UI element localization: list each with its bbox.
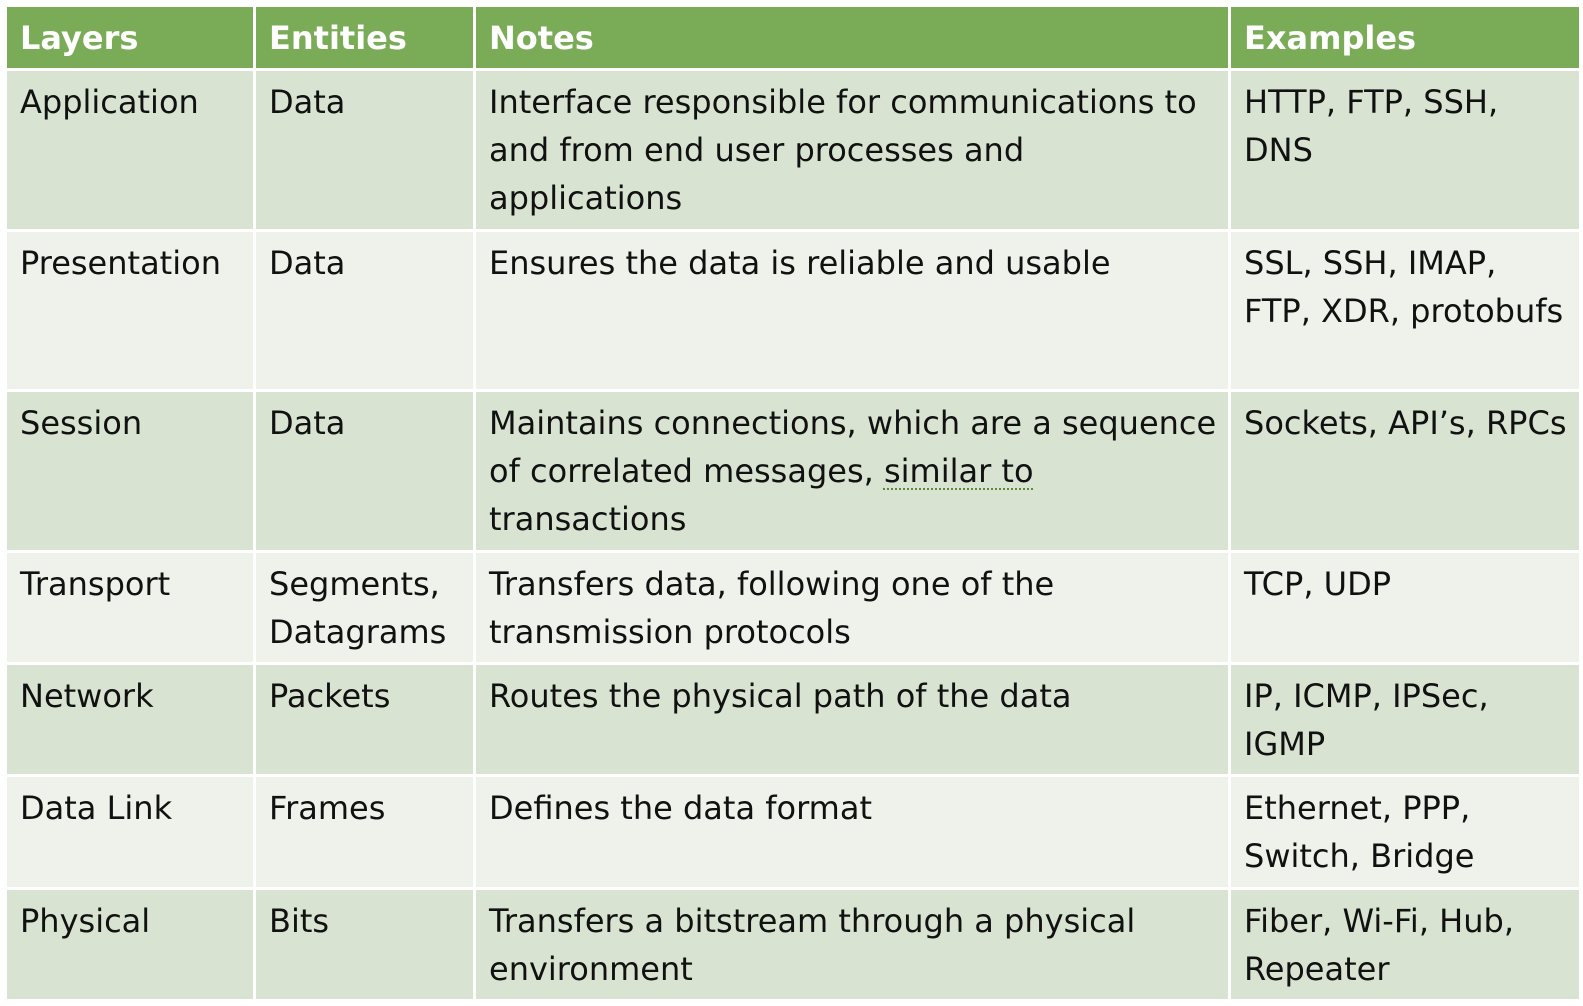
- osi-layers-table-container: Layers Entities Notes Examples Applicati…: [4, 4, 1582, 1003]
- cell-layer: Session: [4, 389, 256, 553]
- table-row: Session Data Maintains connections, whic…: [4, 389, 1582, 553]
- cell-notes: Defines the data format: [473, 774, 1231, 890]
- header-entities: Entities: [253, 4, 476, 71]
- table-row: Network Packets Routes the physical path…: [4, 661, 1582, 778]
- table-row: Presentation Data Ensures the data is re…: [4, 228, 1582, 393]
- header-row: Layers Entities Notes Examples: [4, 4, 1582, 71]
- cell-examples: Sockets, API’s, RPCs: [1228, 389, 1582, 553]
- table-row: Data Link Frames Defines the data format…: [4, 774, 1582, 890]
- cell-layer: Data Link: [4, 774, 256, 890]
- cell-notes: Transfers data, following one of the tra…: [473, 549, 1231, 665]
- grammar-flagged-text[interactable]: similar to: [883, 452, 1034, 491]
- table-row: Application Data Interface responsible f…: [4, 68, 1582, 232]
- cell-entities: Data: [253, 228, 476, 393]
- cell-notes: Routes the physical path of the data: [473, 661, 1231, 778]
- cell-layer: Transport: [4, 549, 256, 665]
- cell-examples: IP, ICMP, IPSec, IGMP: [1228, 661, 1582, 778]
- cell-examples: TCP, UDP: [1228, 549, 1582, 665]
- cell-examples: HTTP, FTP, SSH, DNS: [1228, 68, 1582, 232]
- table-row: Transport Segments, Datagrams Transfers …: [4, 549, 1582, 665]
- cell-entities: Frames: [253, 774, 476, 890]
- cell-layer: Presentation: [4, 228, 256, 393]
- cell-entities: Data: [253, 68, 476, 232]
- header-notes: Notes: [473, 4, 1231, 71]
- cell-notes: Transfers a bitstream through a physical…: [473, 886, 1231, 1003]
- cell-layer: Network: [4, 661, 256, 778]
- header-layers: Layers: [4, 4, 256, 71]
- cell-entities: Segments, Datagrams: [253, 549, 476, 665]
- cell-examples: Ethernet, PPP, Switch, Bridge: [1228, 774, 1582, 890]
- cell-notes: Interface responsible for communications…: [473, 68, 1231, 232]
- notes-text-start: Maintains connections, which are a seque…: [489, 404, 1217, 491]
- cell-entities: Data: [253, 389, 476, 553]
- cell-entities: Bits: [253, 886, 476, 1003]
- cell-notes: Maintains connections, which are a seque…: [473, 389, 1231, 553]
- header-examples: Examples: [1228, 4, 1582, 71]
- cell-examples: SSL, SSH, IMAP, FTP, XDR, protobufs: [1228, 228, 1582, 393]
- osi-layers-table: Layers Entities Notes Examples Applicati…: [4, 4, 1582, 1003]
- cell-notes: Ensures the data is reliable and usable: [473, 228, 1231, 393]
- cell-examples: Fiber, Wi-Fi, Hub, Repeater: [1228, 886, 1582, 1003]
- notes-text-end: transactions: [489, 500, 687, 539]
- table-row: Physical Bits Transfers a bitstream thro…: [4, 886, 1582, 1003]
- cell-layer: Physical: [4, 886, 256, 1003]
- cell-layer: Application: [4, 68, 256, 232]
- cell-entities: Packets: [253, 661, 476, 778]
